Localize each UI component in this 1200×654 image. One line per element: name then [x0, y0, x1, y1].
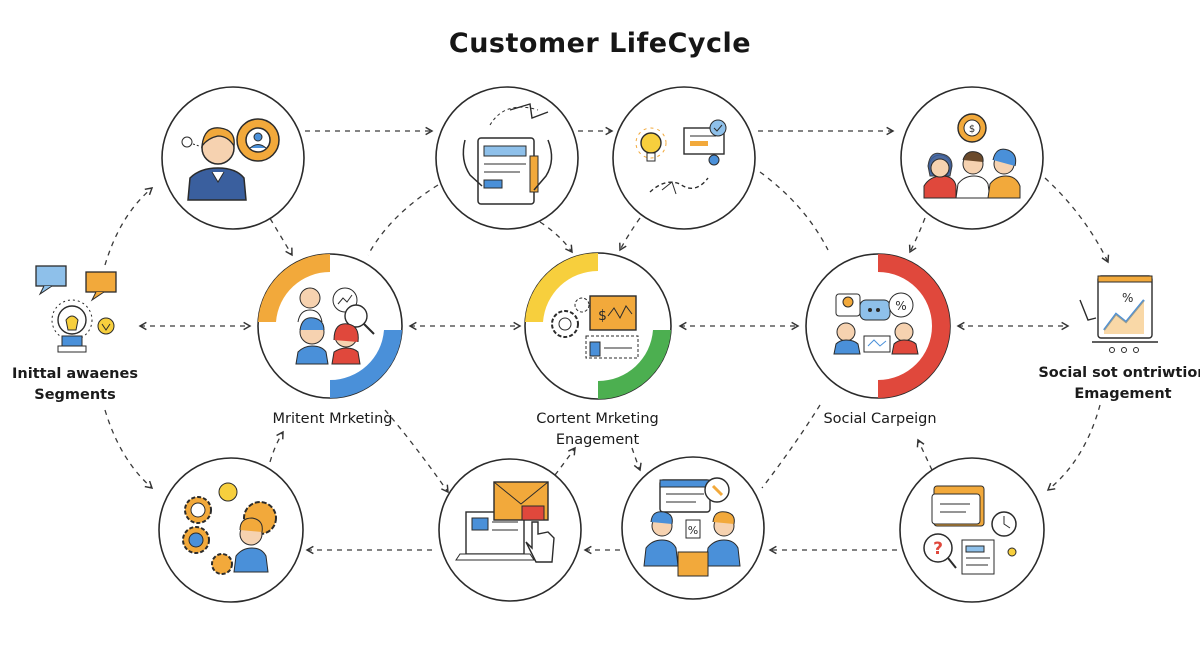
label-line: Social Carpeign	[823, 411, 937, 427]
support-chat-icon: %	[621, 456, 765, 600]
label-content-marketing-engagement: Cortent Mrketing Enagement	[510, 409, 685, 451]
user-gear-icon	[161, 86, 305, 230]
svg-text:%: %	[895, 299, 906, 313]
arrow-mid2-bot3	[631, 447, 642, 472]
label-line: Inittal awaenes	[12, 366, 138, 382]
email-click-icon	[438, 458, 582, 602]
arrow-left-bot1	[104, 409, 154, 489]
arrow-right-bot4	[1046, 404, 1101, 491]
svg-text:$: $	[969, 124, 975, 135]
arrow-bot4-mid3	[916, 438, 933, 471]
svg-text:$: $	[598, 308, 607, 324]
arrow-mid3-bot3	[761, 404, 821, 489]
label-line: Enagement	[555, 432, 640, 448]
label-line: Cortent Mrketing	[536, 411, 659, 427]
marketing-team-icon	[257, 253, 403, 399]
arrow-top4-right	[1044, 177, 1110, 264]
label-initial-awareness: Inittal awaenes Segments	[0, 364, 150, 406]
arrow-bot2-mid2	[554, 446, 576, 476]
label-line: Segments	[34, 387, 116, 403]
idea-board-icon	[612, 86, 756, 230]
arrow-top2-mid2	[539, 221, 573, 254]
label-line: Emagement	[1074, 386, 1172, 402]
arrow-top2-mid1	[367, 184, 439, 256]
label-social-engagement: Social sot ontriwtion Emagement	[1038, 363, 1200, 405]
label-line: Mritent Mrketing	[272, 411, 393, 427]
arrow-left-top1	[104, 187, 154, 266]
growth-chart-icon: %	[1079, 275, 1158, 353]
connectors	[104, 126, 1110, 555]
question-documents-icon: ?	[899, 457, 1045, 603]
page-title: Customer LifeCycle	[448, 28, 752, 59]
svg-text:%: %	[688, 524, 698, 537]
social-chat-icon: %	[805, 253, 951, 399]
arrow-mid1-bot2	[384, 409, 449, 494]
arrow-top3-mid3	[759, 171, 829, 251]
label-social-campaign: Social Carpeign	[800, 409, 960, 430]
idea-chat-icon	[35, 265, 117, 353]
svg-text:?: ?	[933, 539, 943, 559]
document-hands-icon	[435, 86, 579, 230]
label-content-marketing-left: Mritent Mrketing	[250, 409, 415, 430]
label-line: Social sot ontriwtion	[1038, 365, 1200, 381]
svg-text:%: %	[1122, 291, 1133, 305]
people-gears-icon	[158, 457, 304, 603]
arrow-top4-mid3	[908, 217, 926, 254]
team-money-icon: $	[900, 86, 1044, 230]
content-gear-icon: $	[524, 252, 672, 400]
arrow-top3-mid2	[619, 217, 641, 252]
arrow-bot1-mid1	[269, 430, 284, 463]
